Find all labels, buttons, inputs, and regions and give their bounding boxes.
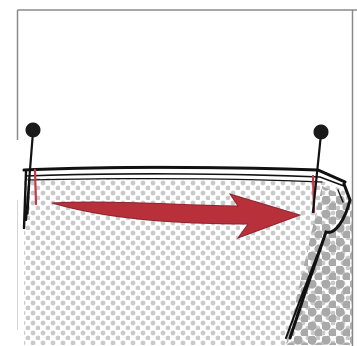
pinned-fabric-illustration bbox=[0, 0, 357, 346]
illustration-stage bbox=[0, 0, 357, 346]
